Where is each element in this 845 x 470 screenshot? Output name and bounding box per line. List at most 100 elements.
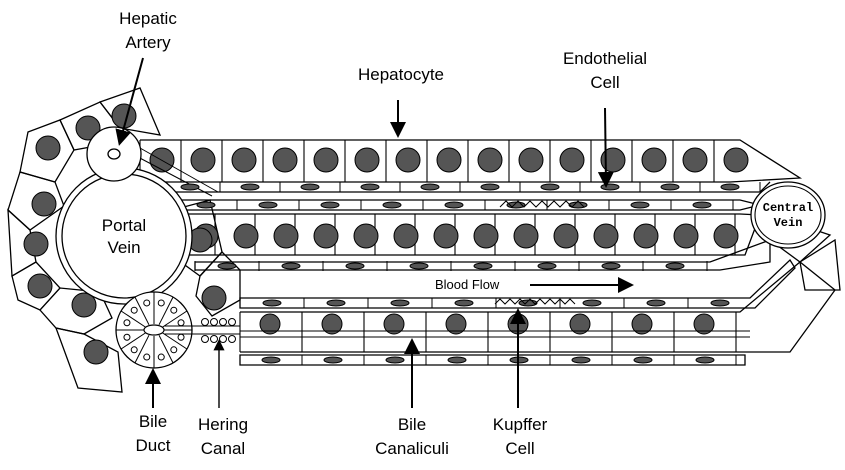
nucleus — [71, 292, 97, 318]
bile-duct-cell-border — [134, 296, 150, 326]
endothelial-cell — [360, 183, 380, 191]
nucleus — [83, 339, 109, 365]
nucleus — [27, 273, 53, 299]
nucleus — [593, 223, 619, 249]
bile-duct-cell-border — [120, 332, 146, 350]
nucleus — [436, 147, 462, 173]
nucleus — [201, 285, 227, 311]
nucleus — [233, 223, 259, 249]
endothelial-cell-label-2: Cell — [590, 73, 619, 92]
blood-flow-label: Blood Flow — [435, 277, 500, 292]
bile-canaliculi-label-2: Canaliculi — [375, 439, 449, 458]
endothelial-cell — [571, 356, 591, 364]
endothelial-cell — [537, 262, 557, 270]
hering-cell — [228, 318, 236, 326]
cord-top-outline — [140, 139, 803, 183]
nucleus — [477, 147, 503, 173]
endothelial-cell — [480, 183, 500, 191]
nucleus — [313, 223, 339, 249]
kupffer-cell-label-2: Cell — [505, 439, 534, 458]
kupffer-cells — [494, 200, 585, 305]
endothelial-cell — [660, 183, 680, 191]
endothelial-cell — [409, 262, 429, 270]
nucleus — [641, 147, 667, 173]
endothelial-cell — [600, 183, 620, 191]
nucleus — [633, 223, 659, 249]
cord-mid-outline — [175, 213, 761, 256]
nucleus — [354, 147, 380, 173]
endothelial-cell — [601, 262, 621, 270]
endothelial-cell — [323, 356, 343, 364]
endothelial-cell — [390, 299, 410, 307]
endothelial-cell — [345, 262, 365, 270]
nucleus — [321, 313, 343, 335]
nucleus — [473, 223, 499, 249]
hepatic-artery-label-1: Hepatic — [119, 9, 177, 28]
kupffer-cell-zigzag — [499, 200, 585, 208]
bile-duct-cell-nucleus — [130, 306, 138, 314]
endothelial-cell — [630, 201, 650, 209]
endothelial-cells — [180, 183, 740, 364]
bile-duct-cell-nucleus — [143, 353, 151, 361]
endothelial-cell — [180, 183, 200, 191]
nucleus — [433, 223, 459, 249]
bile-duct-cell-nucleus — [157, 299, 165, 307]
endothelial-cell — [540, 183, 560, 191]
endothelial-cell — [447, 356, 467, 364]
bile-duct-cell-nucleus — [170, 346, 178, 354]
nucleus — [569, 313, 591, 335]
bile-duct-cell-nucleus — [130, 346, 138, 354]
cell-dividers — [139, 140, 761, 365]
endothelial-cell — [692, 201, 712, 209]
endothelial-cell — [568, 201, 588, 209]
hering-cell — [201, 335, 209, 343]
nucleus — [693, 313, 715, 335]
bile-duct-cell-nucleus — [177, 319, 185, 327]
endothelial-cell — [217, 262, 237, 270]
nucleus — [75, 115, 101, 141]
nucleus — [31, 191, 57, 217]
endothelial-cell — [326, 299, 346, 307]
pericentral-cell — [799, 238, 841, 291]
bile-duct — [115, 291, 193, 369]
kupffer-cell-zigzag — [494, 298, 576, 305]
portal-vein: Portal Vein — [55, 167, 193, 305]
bile-duct-cell-nucleus — [123, 319, 131, 327]
pointer-arrows — [115, 57, 634, 408]
endothelial-cell — [582, 299, 602, 307]
endothelial-cell — [300, 183, 320, 191]
bile-duct-cell-border — [158, 334, 174, 364]
nucleus — [259, 313, 281, 335]
portal-vein-label-1: Portal — [102, 216, 146, 235]
endothelial-cell — [320, 201, 340, 209]
hering-canal-label-2: Canal — [201, 439, 245, 458]
endothelium-base — [239, 354, 746, 366]
periportal-hepatocytes — [7, 87, 241, 393]
bile-duct-cell-nucleus — [123, 333, 131, 341]
nucleus — [559, 147, 585, 173]
endothelial-cell — [240, 183, 260, 191]
bile-duct-label-2: Duct — [136, 436, 171, 455]
cord-bottom-outline — [240, 261, 836, 353]
nucleus — [393, 223, 419, 249]
hepatocyte-nuclei — [23, 103, 749, 365]
hering-cell — [219, 318, 227, 326]
endothelial-cell — [258, 201, 278, 209]
bile-duct-cell-nucleus — [143, 299, 151, 307]
artery-branch — [139, 147, 219, 193]
nucleus — [513, 223, 539, 249]
nucleus — [445, 313, 467, 335]
nucleus — [682, 147, 708, 173]
bile-duct-cell-border — [134, 334, 150, 364]
nucleus — [673, 223, 699, 249]
bile-duct-cell-border — [162, 310, 188, 328]
nucleus — [631, 313, 653, 335]
periportal-cell — [54, 327, 123, 393]
endothelial-cell — [281, 262, 301, 270]
central-vein: Central Vein — [750, 181, 826, 249]
endothelial-cell — [385, 356, 405, 364]
endothelial-cell — [196, 201, 216, 209]
nucleus — [383, 313, 405, 335]
